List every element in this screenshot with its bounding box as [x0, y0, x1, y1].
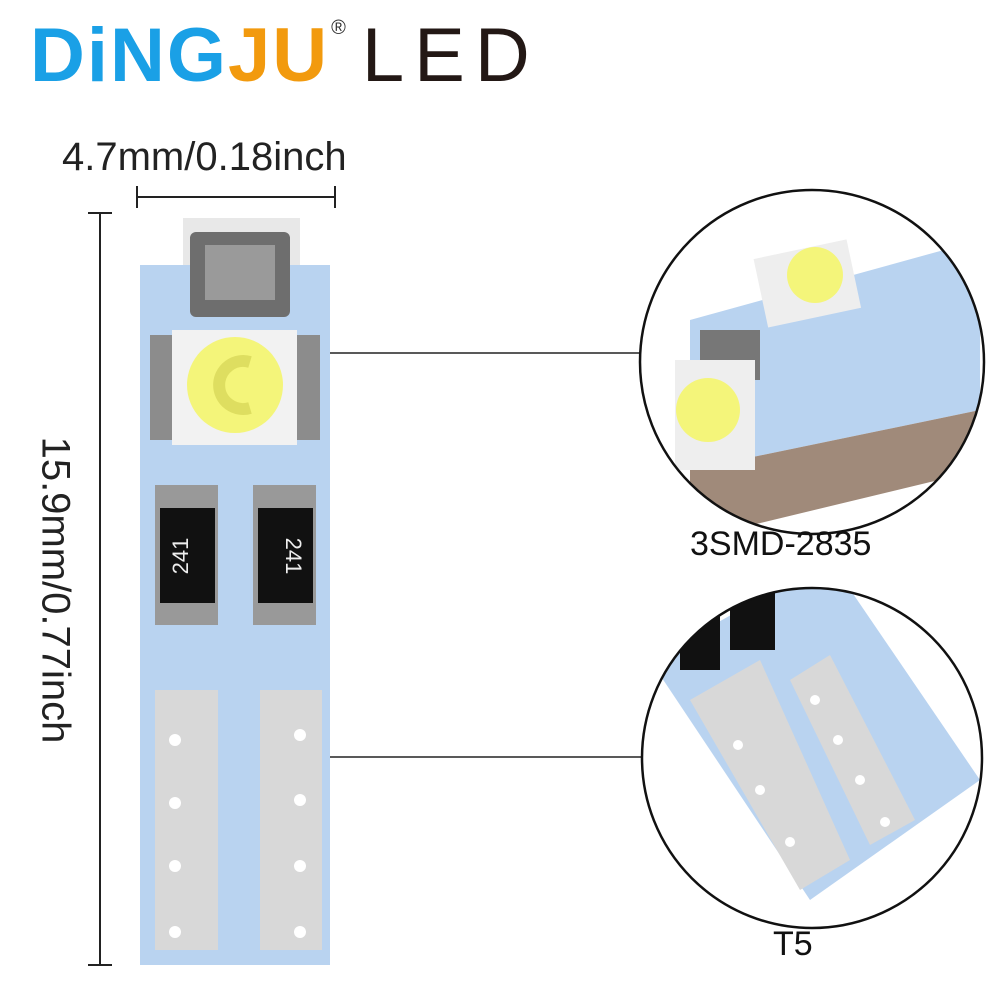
width-dimension-label: 4.7mm/0.18inch	[62, 135, 347, 179]
resistor-1-code: 241	[168, 538, 193, 575]
width-dimension-line	[136, 186, 336, 208]
brand-logo: DiNG JU ® LED	[30, 13, 540, 98]
led-chip-icon	[187, 337, 283, 433]
logo-text-orange: JU	[228, 13, 330, 98]
resistor-2	[258, 508, 313, 603]
led-bulb-board: 241 241	[140, 218, 330, 965]
base-zoom-view	[650, 588, 980, 900]
logo-text-led: LED	[361, 13, 540, 98]
resistor-2-code: 241	[281, 538, 306, 575]
resistor-1	[160, 508, 215, 603]
chip-zoom-view	[675, 239, 980, 534]
base-type-label: T5	[773, 925, 813, 963]
logo-text-blue: DiNG	[30, 13, 228, 98]
registered-mark: ®	[331, 17, 348, 39]
length-dimension-line	[88, 212, 112, 966]
chip-type-label: 3SMD-2835	[690, 525, 872, 563]
length-dimension-label: 15.9mm/0.77inch	[33, 436, 78, 744]
